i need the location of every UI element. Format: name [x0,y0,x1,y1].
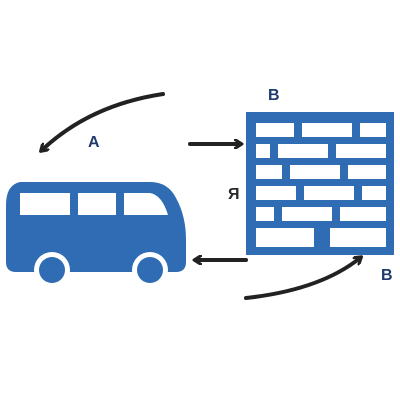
curved-arrow-a [42,92,165,150]
label-mid: Я [228,186,240,203]
label-b-bottom: B [381,267,393,284]
curved-arrow-b [244,258,360,300]
label-b-top: B [268,87,280,104]
label-a: A [88,134,100,151]
bus-icon [6,182,186,288]
brick-wall-icon [246,112,394,255]
